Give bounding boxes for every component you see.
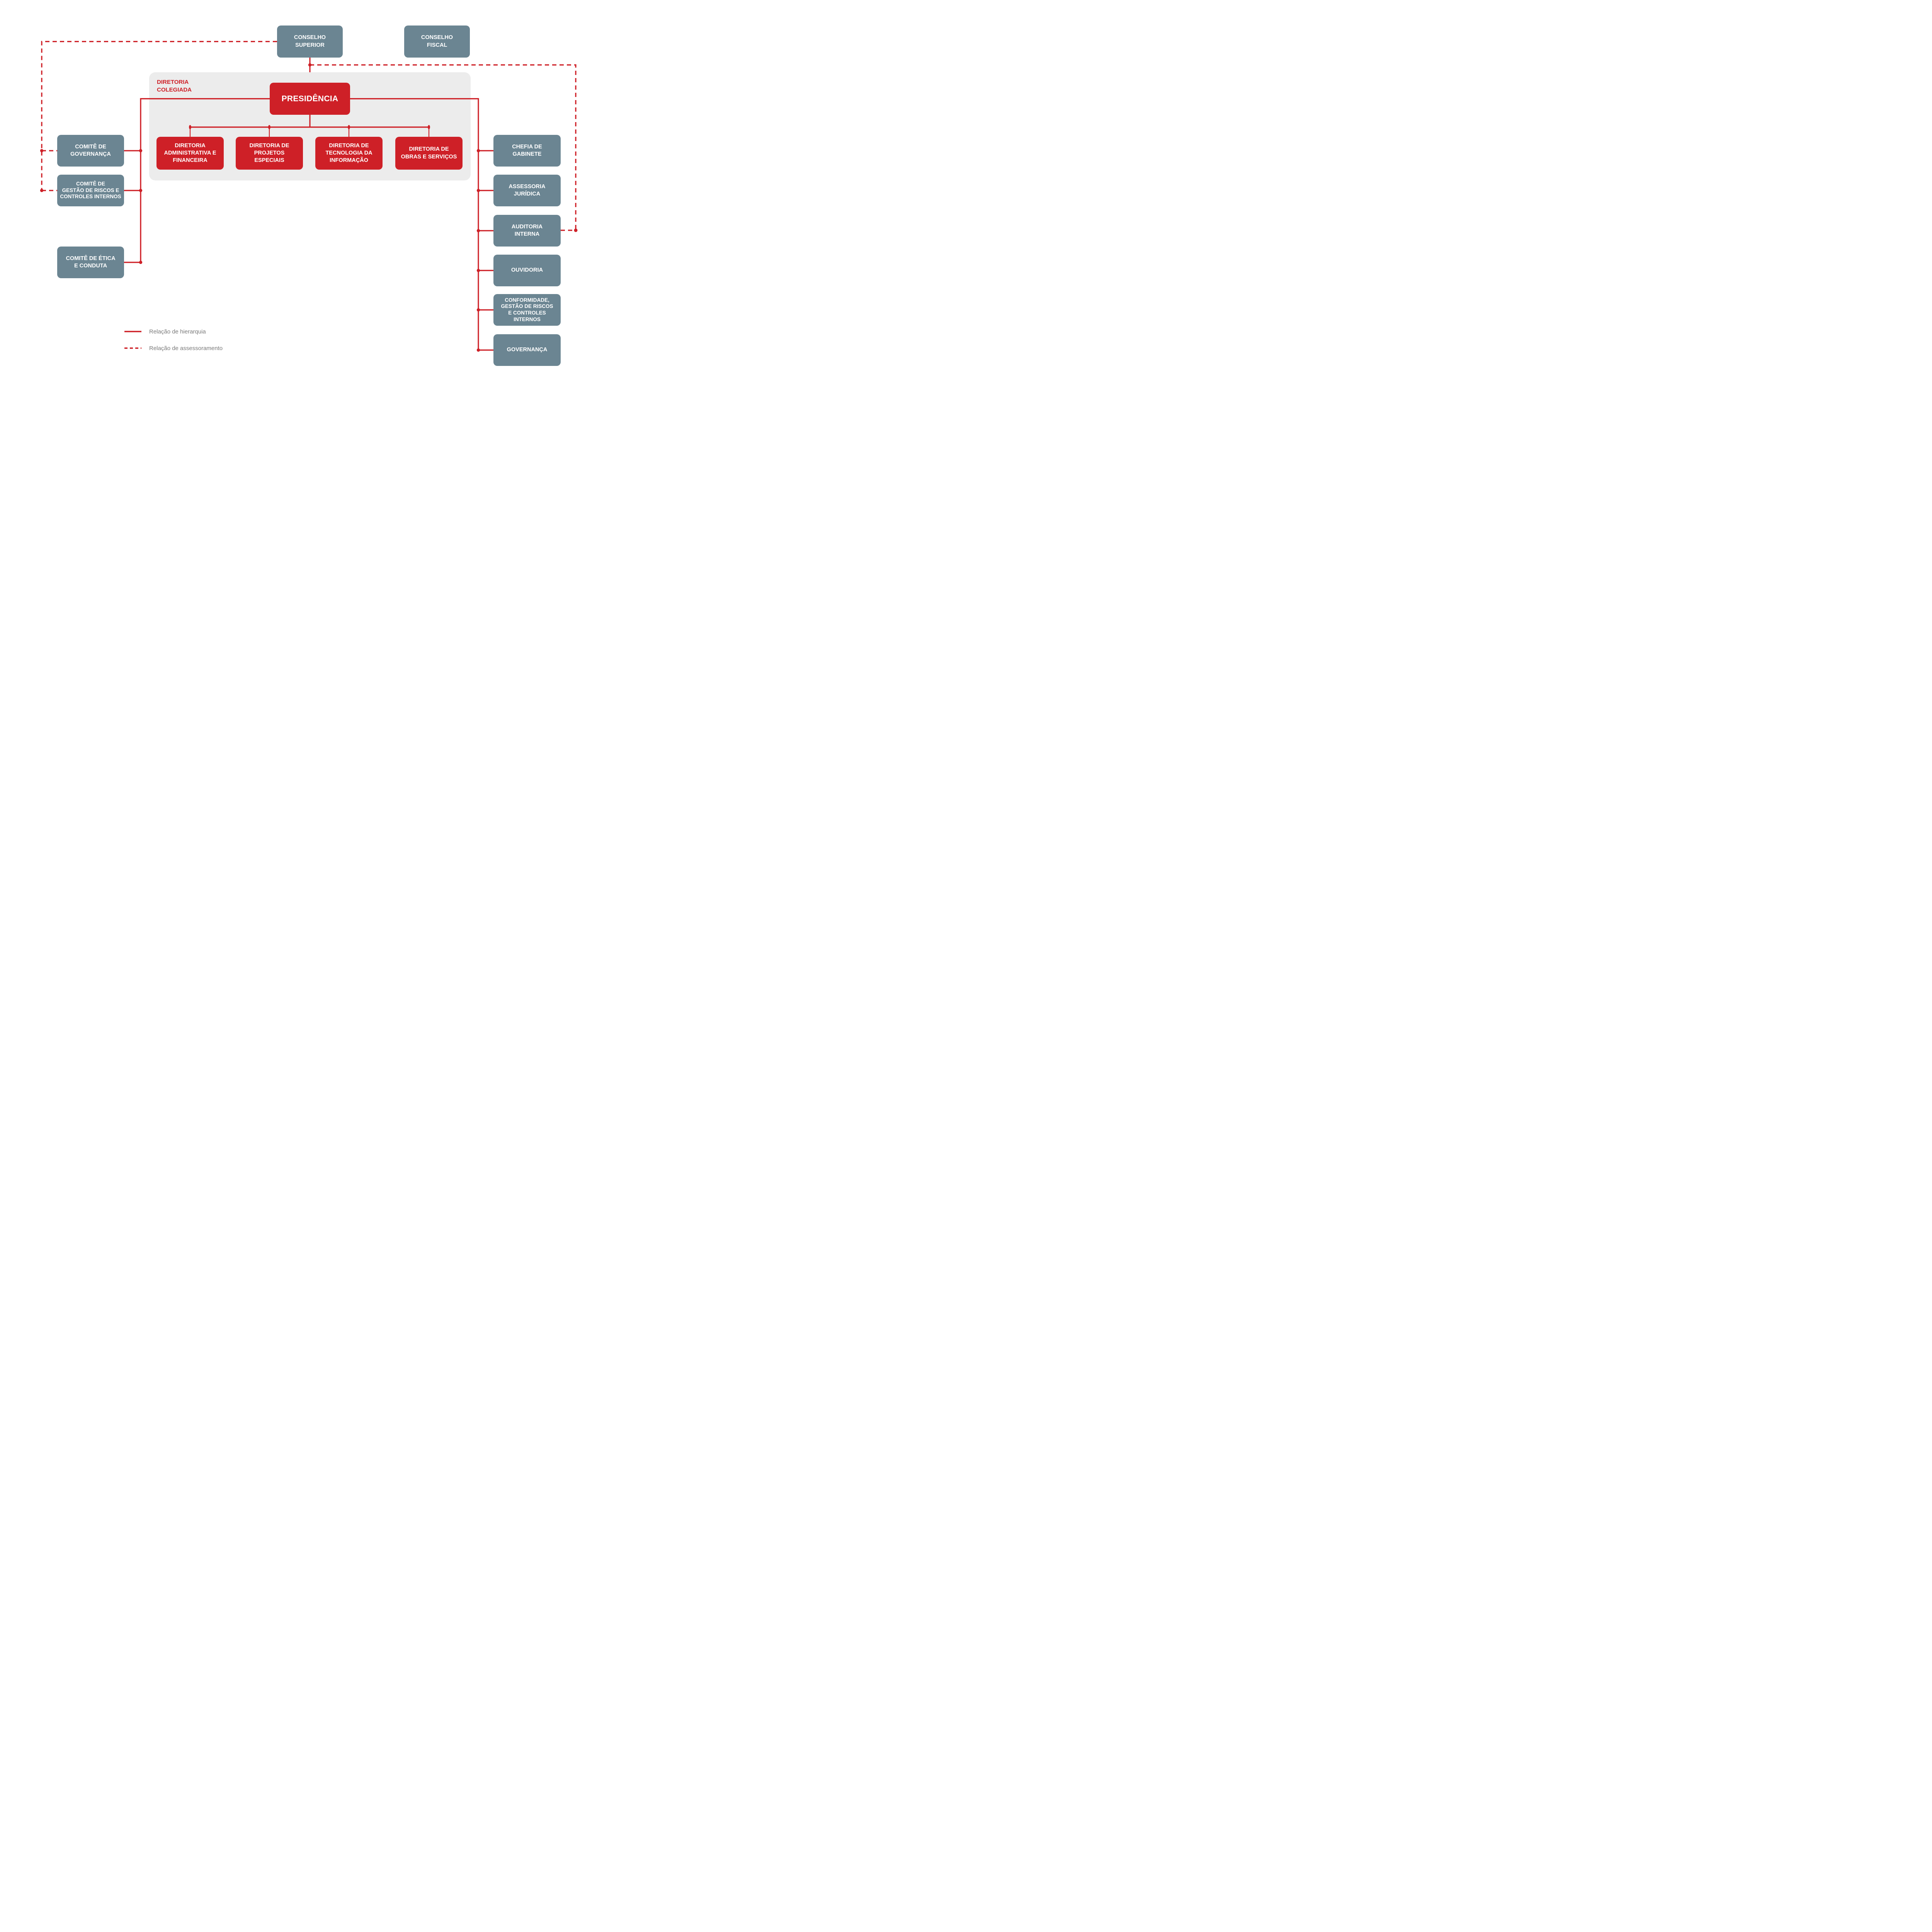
- node-diretoria-projetos-especiais: DIRETORIA DE PROJETOS ESPECIAIS: [236, 137, 303, 170]
- junction-dot: [476, 348, 480, 352]
- junction-dot: [40, 149, 44, 153]
- node-diretoria-tecnologia-informacao: DIRETORIA DE TECNOLOGIA DA INFORMAÇÃO: [315, 137, 383, 170]
- node-conformidade-gestao-riscos: CONFORMIDADE, GESTÃO DE RISCOS E CONTROL…: [493, 294, 561, 326]
- node-comite-etica-conduta: COMITÊ DE ÉTICA E CONDUTA: [57, 247, 124, 278]
- junction-dot: [189, 125, 191, 129]
- advisory-line-conselho-superior-left: [41, 41, 277, 190]
- hierarchy-line-right-trunk: [350, 98, 479, 350]
- node-label: CONSELHO SUPERIOR: [294, 34, 326, 48]
- connector-lines: [40, 41, 578, 352]
- advisory-line-sample: [124, 347, 141, 349]
- node-label: DIRETORIA ADMINISTRATIVA E FINANCEIRA: [164, 142, 216, 164]
- junction-dot: [268, 125, 270, 129]
- legend-advisory-label: Relação de assessoramento: [149, 345, 223, 352]
- node-chefia-gabinete: CHEFIA DE GABINETE: [493, 135, 561, 167]
- advisory-line-conselho-superior-right: [310, 64, 577, 230]
- node-label: COMITÊ DE GESTÃO DE RISCOS E CONTROLES I…: [60, 180, 121, 200]
- node-ouvidoria: OUVIDORIA: [493, 255, 561, 286]
- node-label: DIRETORIA DE PROJETOS ESPECIAIS: [249, 142, 289, 164]
- legend-hierarchy-label: Relação de hierarquia: [149, 328, 206, 335]
- hierarchy-stubs-left-committees: [124, 150, 141, 263]
- node-label: GOVERNANÇA: [507, 347, 548, 353]
- node-comite-governanca: COMITÊ DE GOVERNANÇA: [57, 135, 124, 167]
- node-presidencia: PRESIDÊNCIA: [270, 83, 350, 115]
- junction-dot: [139, 260, 143, 264]
- node-label: CHEFIA DE GABINETE: [512, 143, 542, 157]
- junction-dot: [139, 149, 143, 153]
- node-label: OUVIDORIA: [511, 267, 543, 274]
- junction-dot: [308, 63, 312, 67]
- junction-dot: [428, 125, 430, 129]
- node-governanca: GOVERNANÇA: [493, 334, 561, 366]
- node-label: COMITÊ DE GOVERNANÇA: [70, 143, 111, 157]
- diretoria-colegiada-panel-label: DIRETORIA COLEGIADA: [157, 79, 192, 93]
- hierarchy-line-left-trunk: [140, 98, 270, 262]
- junction-dot: [574, 228, 578, 232]
- node-label: CONFORMIDADE, GESTÃO DE RISCOS E CONTROL…: [501, 297, 553, 322]
- node-label: AUDITORIA INTERNA: [511, 223, 543, 237]
- node-conselho-fiscal: CONSELHO FISCAL: [404, 26, 470, 58]
- junction-dot: [476, 189, 480, 192]
- hierarchy-line-sample: [124, 331, 141, 332]
- junction-dot: [348, 125, 350, 129]
- junction-dot: [40, 189, 44, 192]
- legend-advisory: Relação de assessoramento: [124, 343, 223, 353]
- node-assessoria-juridica: ASSESSORIA JURÍDICA: [493, 175, 561, 206]
- node-label: DIRETORIA DE OBRAS E SERVIÇOS: [401, 146, 457, 160]
- legend-hierarchy: Relação de hierarquia: [124, 327, 223, 337]
- node-label: DIRETORIA DE TECNOLOGIA DA INFORMAÇÃO: [325, 142, 372, 164]
- junction-dot: [139, 189, 143, 192]
- node-label: CONSELHO FISCAL: [421, 34, 453, 48]
- node-label: ASSESSORIA JURÍDICA: [509, 183, 546, 197]
- node-auditoria-interna: AUDITORIA INTERNA: [493, 215, 561, 247]
- node-diretoria-obras-servicos: DIRETORIA DE OBRAS E SERVIÇOS: [395, 137, 463, 170]
- hierarchy-drops-directors: [189, 127, 430, 137]
- junction-dot: [476, 308, 480, 312]
- junction-dot: [476, 269, 480, 272]
- org-chart: DIRETORIA COLEGIADA: [0, 0, 618, 388]
- node-label: COMITÊ DE ÉTICA E CONDUTA: [66, 255, 116, 269]
- junction-dot: [476, 149, 480, 153]
- junction-dot: [476, 229, 480, 233]
- node-conselho-superior: CONSELHO SUPERIOR: [277, 26, 343, 58]
- node-comite-gestao-riscos: COMITÊ DE GESTÃO DE RISCOS E CONTROLES I…: [57, 175, 124, 206]
- legend: Relação de hierarquia Relação de assesso…: [124, 327, 223, 360]
- node-diretoria-administrativa-financeira: DIRETORIA ADMINISTRATIVA E FINANCEIRA: [156, 137, 224, 170]
- hierarchy-stubs-right-units: [478, 150, 493, 351]
- node-label: PRESIDÊNCIA: [281, 94, 338, 103]
- advisory-stubs-left-committees: [42, 150, 57, 191]
